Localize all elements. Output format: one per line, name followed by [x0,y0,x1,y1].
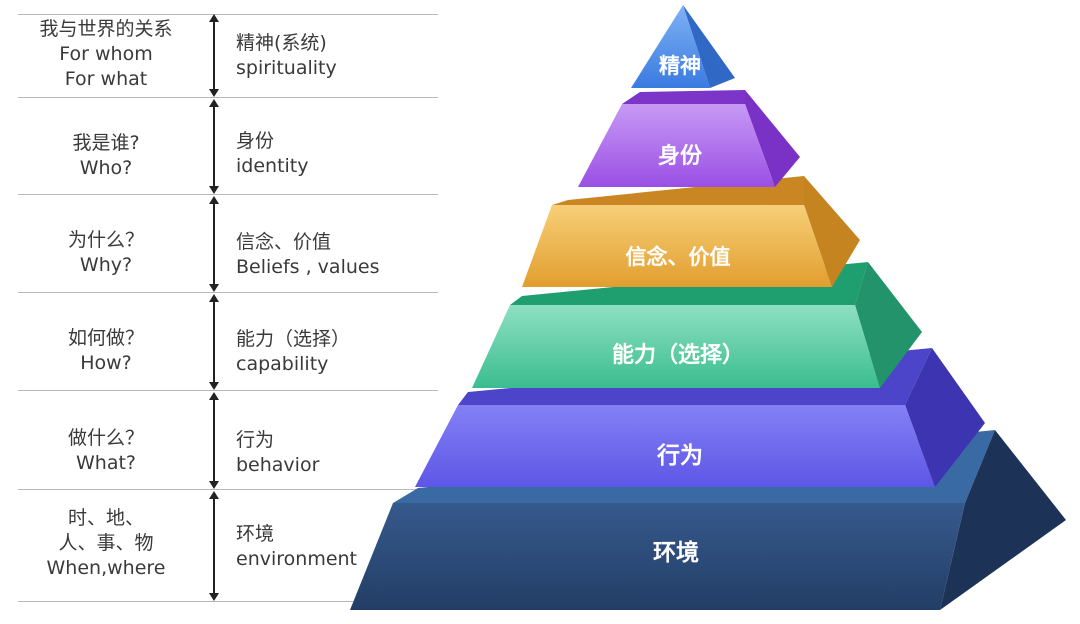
question-line: Who? [79,157,133,179]
question-line: 人、事、物 [58,532,154,554]
row-divider [18,194,438,195]
tier-front-face [472,305,880,388]
question-line: For whom [59,43,153,65]
question-line: Why? [79,254,133,276]
level-zh: 身份 [236,130,275,152]
level-en: identity [236,155,309,177]
tier-front-face [631,5,710,88]
row-divider [18,601,438,602]
tier-front-face [522,205,832,287]
row-divider [18,489,438,490]
tier-label: 环境 [653,539,699,566]
level-cell-environment: 环境 environment [236,522,436,572]
level-zh: 环境 [236,523,275,545]
tier-front-face [350,503,965,610]
tier-side-face [745,90,800,187]
row-divider [18,97,438,98]
level-cell-behavior: 行为 behavior [236,428,436,478]
question-cell-identity: 我是谁? Who? [18,131,194,181]
question-line: How? [80,352,132,374]
pyramid-tier-spirituality: 精神 [631,5,735,88]
tier-front-face [578,104,775,187]
tier-side-face [855,262,922,388]
level-zh: 行为 [236,429,275,451]
question-line: When,where [46,557,166,579]
tier-side-face [905,348,985,487]
level-en: capability [236,353,329,375]
tier-label: 能力（选择） [612,342,744,368]
level-cell-spirituality: 精神(系统) spirituality [236,31,436,81]
tier-side-face [683,5,735,88]
tier-side-face [804,176,860,287]
question-line: What? [75,452,136,474]
question-cell-capability: 如何做？ How? [18,326,194,376]
pyramid-tier-identity: 身份 [578,90,800,187]
level-en: behavior [236,454,320,476]
level-zh: 精神(系统) [236,32,327,54]
question-line: 时、地、 [67,507,144,529]
level-en: spirituality [236,57,337,79]
level-cell-identity: 身份 identity [236,129,436,179]
row-divider [18,14,438,15]
row-divider [18,292,438,293]
question-cell-environment: 时、地、 人、事、物 When,where [18,506,194,581]
level-zh: 能力（选择） [236,328,351,350]
question-line: 我是谁? [72,132,140,154]
tier-label: 行为 [656,442,703,469]
level-zh: 信念、价值 [236,231,332,253]
question-line: 我与世界的关系 [39,18,173,40]
tier-side-face [940,430,1066,610]
pyramid-tier-beliefs: 信念、价值 [522,176,860,287]
question-line: 做什么？ [67,427,144,449]
question-line: For what [64,68,148,90]
question-cell-spirituality: 我与世界的关系 For whom For what [18,17,194,92]
tier-label: 身份 [658,143,703,169]
question-cell-beliefs: 为什么？ Why? [18,228,194,278]
question-cell-behavior: 做什么？ What? [18,426,194,476]
tier-top-face [622,90,745,104]
question-line: 为什么？ [67,229,144,251]
level-en: environment [236,548,358,570]
tier-label: 精神 [659,54,701,78]
level-cell-beliefs: 信念、价值 Beliefs , values [236,230,436,280]
row-divider [18,390,438,391]
tier-front-face [415,405,935,487]
tier-label: 信念、价值 [626,245,731,269]
question-line: 如何做？ [67,327,144,349]
level-en: Beliefs , values [236,256,380,278]
level-cell-capability: 能力（选择） capability [236,327,436,377]
